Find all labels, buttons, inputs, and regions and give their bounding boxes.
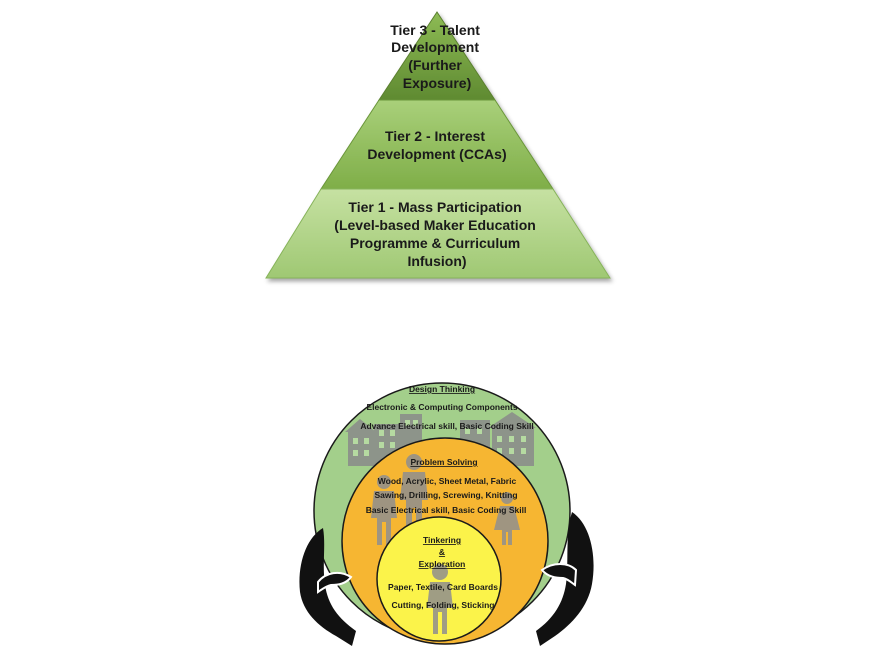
inner-heading-line-1: Tinkering [423,535,461,545]
left-hand-icon [299,528,356,646]
maker-circles: Design Thinking Electronic & Computing C… [299,382,594,646]
pyramid [265,11,611,279]
tier-1-line-3: Programme & Curriculum [350,235,520,251]
middle-heading: Problem Solving [410,457,477,467]
middle-item-1: Wood, Acrylic, Sheet Metal, Fabric [378,476,517,486]
tier-3-label: Tier 3 - Talent Development (Further Exp… [390,22,484,91]
hands-icon [299,512,594,646]
tier-3-line-3: (Further [408,57,462,73]
tier-3-line-2: Development [391,39,479,55]
tier-3-line-1: Tier 3 - Talent [390,22,480,38]
tier-1-line-4: Infusion) [407,253,466,269]
tier-1-line-1: Tier 1 - Mass Participation [348,199,521,215]
child-figure-icon [494,492,520,545]
pyramid-tier-2 [320,99,554,190]
tier-1-label: Tier 1 - Mass Participation (Level-based… [334,199,539,269]
inner-item-1: Paper, Textile, Card Boards [388,582,498,592]
child-figure-icon [427,564,453,634]
tier-2-line-1: Tier 2 - Interest [385,128,485,144]
inner-item-2: Cutting, Folding, Sticking [392,600,495,610]
middle-item-2: Sawing, Drilling, Screwing, Knitting [374,490,517,500]
right-hand-icon [536,512,594,646]
tier-2-line-2: Development (CCAs) [367,146,506,162]
outer-heading: Design Thinking [409,384,475,394]
inner-heading-line-2: & [439,547,445,557]
tier-1-line-2: (Level-based Maker Education [334,217,536,233]
pyramid-tier-1 [265,188,611,279]
outer-item-2: Advance Electrical skill, Basic Coding S… [360,421,533,431]
tier-2-label: Tier 2 - Interest Development (CCAs) [367,128,506,162]
middle-item-3: Basic Electrical skill, Basic Coding Ski… [366,505,527,515]
adult-figure-icon [371,475,397,545]
tier-3-line-4: Exposure) [403,75,471,91]
inner-heading-line-3: Exploration [419,559,466,569]
outer-item-1: Electronic & Computing Components [366,402,517,412]
